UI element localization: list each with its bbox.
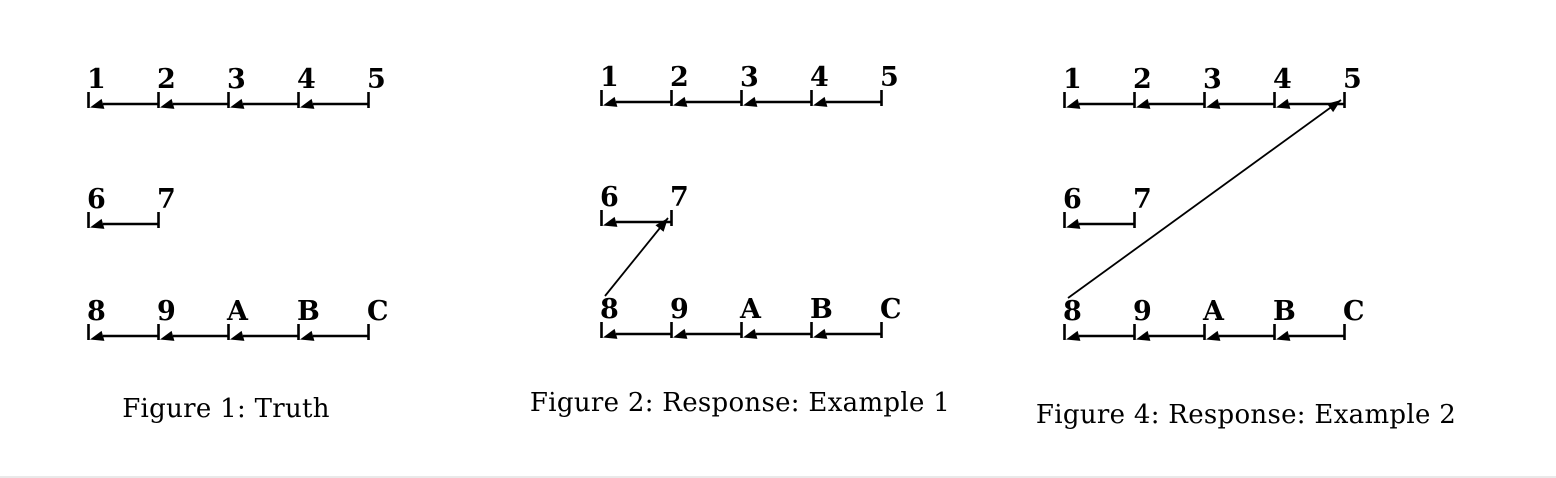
node-label: 7 bbox=[670, 182, 689, 213]
node-label: 3 bbox=[227, 64, 246, 95]
node-label: 5 bbox=[367, 64, 386, 95]
node-label: 6 bbox=[600, 182, 619, 213]
node-label: 7 bbox=[157, 184, 176, 215]
reading-order-diagram-example-2: 1 2 3 4 5 6 7 8 9 A B C bbox=[1063, 64, 1365, 341]
arrow-head bbox=[1136, 330, 1151, 341]
node-label: 8 bbox=[600, 294, 619, 325]
return-arrow-line bbox=[1067, 99, 1342, 299]
arrow-head bbox=[1066, 330, 1081, 341]
arrow-head bbox=[90, 218, 105, 229]
node-label: 3 bbox=[740, 62, 759, 93]
arrow-head bbox=[1136, 98, 1151, 109]
arrow-head bbox=[673, 96, 688, 107]
reading-order-diagram-truth: 1 2 3 4 5 6 7 8 9 A B C bbox=[87, 64, 389, 341]
node-label: 1 bbox=[1063, 64, 1082, 95]
node-label: A bbox=[1202, 296, 1225, 327]
node-label: 4 bbox=[1273, 64, 1292, 95]
node-label: 9 bbox=[1133, 296, 1152, 327]
arrow-head bbox=[743, 96, 758, 107]
node-label: 3 bbox=[1203, 64, 1222, 95]
node-label: B bbox=[810, 294, 833, 325]
figure-caption-example-2: Figure 4: Response: Example 2 bbox=[1035, 400, 1457, 430]
node-label: B bbox=[297, 296, 320, 327]
arrow-head bbox=[655, 218, 668, 232]
node-label: 8 bbox=[87, 296, 106, 327]
arrow-head bbox=[673, 328, 688, 339]
node-label: A bbox=[739, 294, 762, 325]
node-label: 7 bbox=[1133, 184, 1152, 215]
node-label: 9 bbox=[670, 294, 689, 325]
node-label: C bbox=[1343, 296, 1365, 327]
arrow-head bbox=[1066, 98, 1081, 109]
arrow-head bbox=[743, 328, 758, 339]
arrow-head bbox=[1327, 100, 1341, 113]
arrow-head bbox=[1276, 98, 1291, 109]
node-label: C bbox=[367, 296, 389, 327]
node-label: 1 bbox=[600, 62, 619, 93]
arrow-head bbox=[230, 330, 245, 341]
arrow-head bbox=[300, 98, 315, 109]
node-label: 6 bbox=[1063, 184, 1082, 215]
node-label: 2 bbox=[670, 62, 689, 93]
node-label: 2 bbox=[157, 64, 176, 95]
node-label: 8 bbox=[1063, 296, 1082, 327]
arrow-head bbox=[603, 328, 618, 339]
arrow-head bbox=[603, 96, 618, 107]
figure-caption-truth: Figure 1: Truth bbox=[122, 394, 330, 424]
arrow-head bbox=[1206, 98, 1221, 109]
arrow-head bbox=[813, 328, 828, 339]
arrow-head bbox=[230, 98, 245, 109]
node-label: 5 bbox=[1343, 64, 1362, 95]
arrow-head bbox=[90, 330, 105, 341]
figure-caption-example-1: Figure 2: Response: Example 1 bbox=[529, 388, 951, 418]
arrow-head bbox=[1276, 330, 1291, 341]
node-label: 6 bbox=[87, 184, 106, 215]
node-label: 4 bbox=[810, 62, 829, 93]
arrow-head bbox=[160, 330, 175, 341]
arrow-head bbox=[813, 96, 828, 107]
arrow-head bbox=[603, 216, 618, 227]
reading-order-diagram-example-1: 1 2 3 4 5 6 7 8 9 A B C bbox=[600, 62, 902, 339]
arrow-head bbox=[300, 330, 315, 341]
node-label: 9 bbox=[157, 296, 176, 327]
arrow-head bbox=[1206, 330, 1221, 341]
arrow-head bbox=[1066, 218, 1081, 229]
bottom-edge-line bbox=[0, 476, 1556, 478]
node-label: 4 bbox=[297, 64, 316, 95]
node-label: 2 bbox=[1133, 64, 1152, 95]
arrow-head bbox=[160, 98, 175, 109]
node-label: B bbox=[1273, 296, 1296, 327]
node-label: C bbox=[880, 294, 902, 325]
return-arrow-line bbox=[604, 217, 669, 297]
node-label: 1 bbox=[87, 64, 106, 95]
node-label: A bbox=[226, 296, 249, 327]
arrow-head bbox=[90, 98, 105, 109]
node-label: 5 bbox=[880, 62, 899, 93]
